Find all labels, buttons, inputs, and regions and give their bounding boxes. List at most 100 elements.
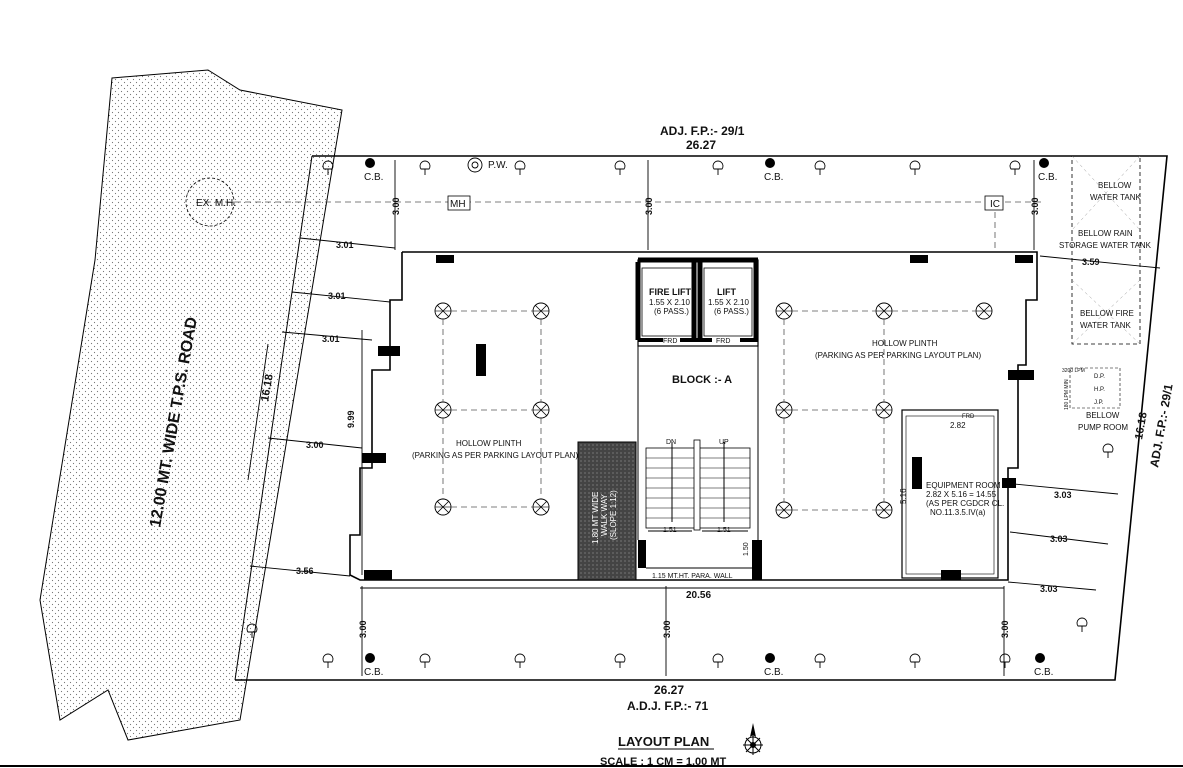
fire-lift-size: 1.55 X 2.10 <box>649 298 690 307</box>
cb-marker-3 <box>1039 158 1049 168</box>
front-setback-2: 3.00 <box>644 197 654 215</box>
pillar-icon <box>775 302 793 320</box>
cb-label-3: C.B. <box>1038 172 1057 183</box>
right-dim-3: 3.03 <box>1040 584 1058 594</box>
front-setback-1: 3.00 <box>391 197 401 215</box>
plot-boundary <box>234 155 1168 681</box>
fire-lift-frd: FRD <box>663 338 677 345</box>
lift-frd: FRD <box>716 338 730 345</box>
lift-pass: (6 PASS.) <box>714 307 749 316</box>
tree-icon <box>909 653 921 669</box>
stair-h: 1.50 <box>743 542 750 556</box>
cb-marker-6 <box>1035 653 1045 663</box>
bottom-width: 26.27 <box>654 683 684 697</box>
pillar-icon <box>434 498 452 516</box>
right-top-dim: 3.59 <box>1082 257 1100 267</box>
jp-label: J.P. <box>1094 400 1104 406</box>
equip-line3: (AS PER CGDCR CL. <box>926 499 1004 508</box>
columns <box>362 255 1034 580</box>
bottom-features: C.B. C.B. C.B. <box>246 443 1114 678</box>
hp-label: H.P. <box>1094 387 1105 393</box>
fire-lift-pass: (6 PASS.) <box>654 307 689 316</box>
tree-icon <box>909 160 921 176</box>
right-dim-2: 3.03 <box>1050 534 1068 544</box>
pillar-icon <box>532 401 550 419</box>
stair-w1: 1.51 <box>663 527 677 534</box>
right-plinth-title: HOLLOW PLINTH <box>872 339 938 348</box>
lpm2-label: 180 LPM MIN <box>1064 379 1070 410</box>
exmh-label: EX. M.H. <box>196 198 236 209</box>
left-plinth-title: HOLLOW PLINTH <box>456 439 522 448</box>
stair-up: UP <box>719 439 729 446</box>
tree-icon <box>814 160 826 176</box>
side-depth: 9.99 <box>346 410 356 428</box>
walkway-line3: (SLOPE 1:12) <box>609 490 618 540</box>
rear-setback-3: 3.00 <box>1000 620 1010 638</box>
stair-dn: DN <box>666 439 676 446</box>
rear-setback-1: 3.00 <box>358 620 368 638</box>
pillar-icon <box>532 498 550 516</box>
tree-icon <box>1102 443 1114 459</box>
cb-marker-5 <box>765 653 775 663</box>
cb-label-5: C.B. <box>764 667 783 678</box>
ic-box <box>984 195 1004 211</box>
pillar-icon <box>775 501 793 519</box>
walkway-line2: WALK WAY <box>600 493 609 536</box>
left-dim-1: 3.01 <box>336 240 354 250</box>
pillar-icon <box>875 501 893 519</box>
right-adjacent: ADJ. F.P.:- 29/1 <box>1147 383 1176 469</box>
lift-size: 1.55 X 2.10 <box>708 298 749 307</box>
pillar-icon <box>875 302 893 320</box>
water-tank-line2: WATER TANK <box>1090 193 1141 202</box>
cb-marker-1 <box>365 158 375 168</box>
block-label: BLOCK :- A <box>672 374 732 386</box>
left-dim-5: 3.56 <box>296 566 314 576</box>
bottom-adjacent: A.D.J. F.P.:- 71 <box>627 699 708 713</box>
cb-label-1: C.B. <box>364 172 383 183</box>
walkway: 1.80 MT WIDE WALK WAY (SLOPE 1:12) <box>577 441 637 581</box>
cb-label-6: C.B. <box>1034 667 1053 678</box>
walkway-line1: 1.80 MT WIDE <box>591 492 600 544</box>
tree-icon <box>712 653 724 669</box>
tree-icon <box>814 653 826 669</box>
top-features: C.B. C.B. C.B. P.W. EX. M.H. MH IC <box>185 157 1057 227</box>
dimension-texts: 3.00 3.00 3.00 3.00 3.00 3.00 3.01 3.01 … <box>259 197 1099 638</box>
tree-icon <box>999 653 1011 669</box>
tree-icon <box>322 653 334 669</box>
top-width: 26.27 <box>686 138 716 152</box>
left-dim-3: 3.01 <box>322 334 340 344</box>
north-arrow-icon <box>743 723 763 755</box>
lift-title: LIFT <box>717 287 736 297</box>
tree-icon <box>514 160 526 176</box>
drain-line <box>205 201 1045 252</box>
water-tank-line1: BELLOW <box>1098 181 1132 190</box>
rain-tank-line2: STORAGE WATER TANK <box>1059 241 1152 250</box>
equip-frd: FRD <box>962 414 975 420</box>
road: 12.00 MT. WIDE T.P.S. ROAD <box>39 69 343 741</box>
left-plinth-sub: (PARKING AS PER PARKING LAYOUT PLAN) <box>412 451 578 460</box>
pump-line2: PUMP ROOM <box>1078 423 1128 432</box>
tree-icon <box>1009 160 1021 176</box>
equip-line1: EQUIPMENT ROOM <box>926 481 1001 490</box>
tree-icon <box>614 653 626 669</box>
pillar-icon <box>434 302 452 320</box>
pillar-icon <box>434 401 452 419</box>
rain-tank-line1: BELLOW RAIN <box>1078 229 1133 238</box>
rear-setback-2: 3.00 <box>662 620 672 638</box>
ic-label: IC <box>990 199 1000 210</box>
exmh-icon <box>185 177 235 227</box>
fire-lift-title: FIRE LIFT <box>649 287 691 297</box>
tree-icon <box>1076 617 1088 633</box>
pillar-icon <box>875 401 893 419</box>
stair-w2: 1.51 <box>717 527 731 534</box>
pillar-icon <box>975 302 993 320</box>
equip-line4: NO.11.3.5.IV(a) <box>930 508 986 517</box>
cb-marker-2 <box>765 158 775 168</box>
pillar-icon <box>532 302 550 320</box>
left-length: 16.18 <box>259 373 276 402</box>
tanks: BELLOW WATER TANK BELLOW RAIN STORAGE WA… <box>1059 155 1152 432</box>
cb-label-2: C.B. <box>764 172 783 183</box>
front-setback-3: 3.00 <box>1030 197 1040 215</box>
building-width: 20.56 <box>686 590 711 601</box>
